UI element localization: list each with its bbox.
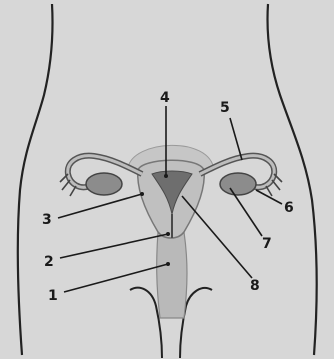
- leader-dot-4: [164, 174, 168, 178]
- leader-dot-3: [140, 192, 144, 196]
- leader-line-2: [60, 234, 168, 258]
- label-7: 7: [262, 236, 272, 252]
- leader-dot-1: [166, 262, 170, 266]
- leader-line-5: [230, 118, 242, 160]
- left-thigh-outline: [130, 288, 162, 358]
- label-5: 5: [220, 100, 230, 116]
- vagina: [157, 232, 187, 318]
- ovary-right: [220, 173, 256, 195]
- label-6: 6: [284, 200, 294, 216]
- label-3: 3: [42, 212, 52, 228]
- leader-line-1: [64, 264, 168, 292]
- label-4: 4: [160, 90, 170, 106]
- ovary-left: [86, 173, 122, 195]
- leader-line-8: [182, 196, 252, 278]
- leader-dot-2: [166, 232, 170, 236]
- leader-line-7: [230, 188, 262, 236]
- leader-line-3: [58, 194, 142, 218]
- label-2: 2: [44, 254, 54, 270]
- label-1: 1: [48, 288, 58, 304]
- label-8: 8: [250, 278, 260, 294]
